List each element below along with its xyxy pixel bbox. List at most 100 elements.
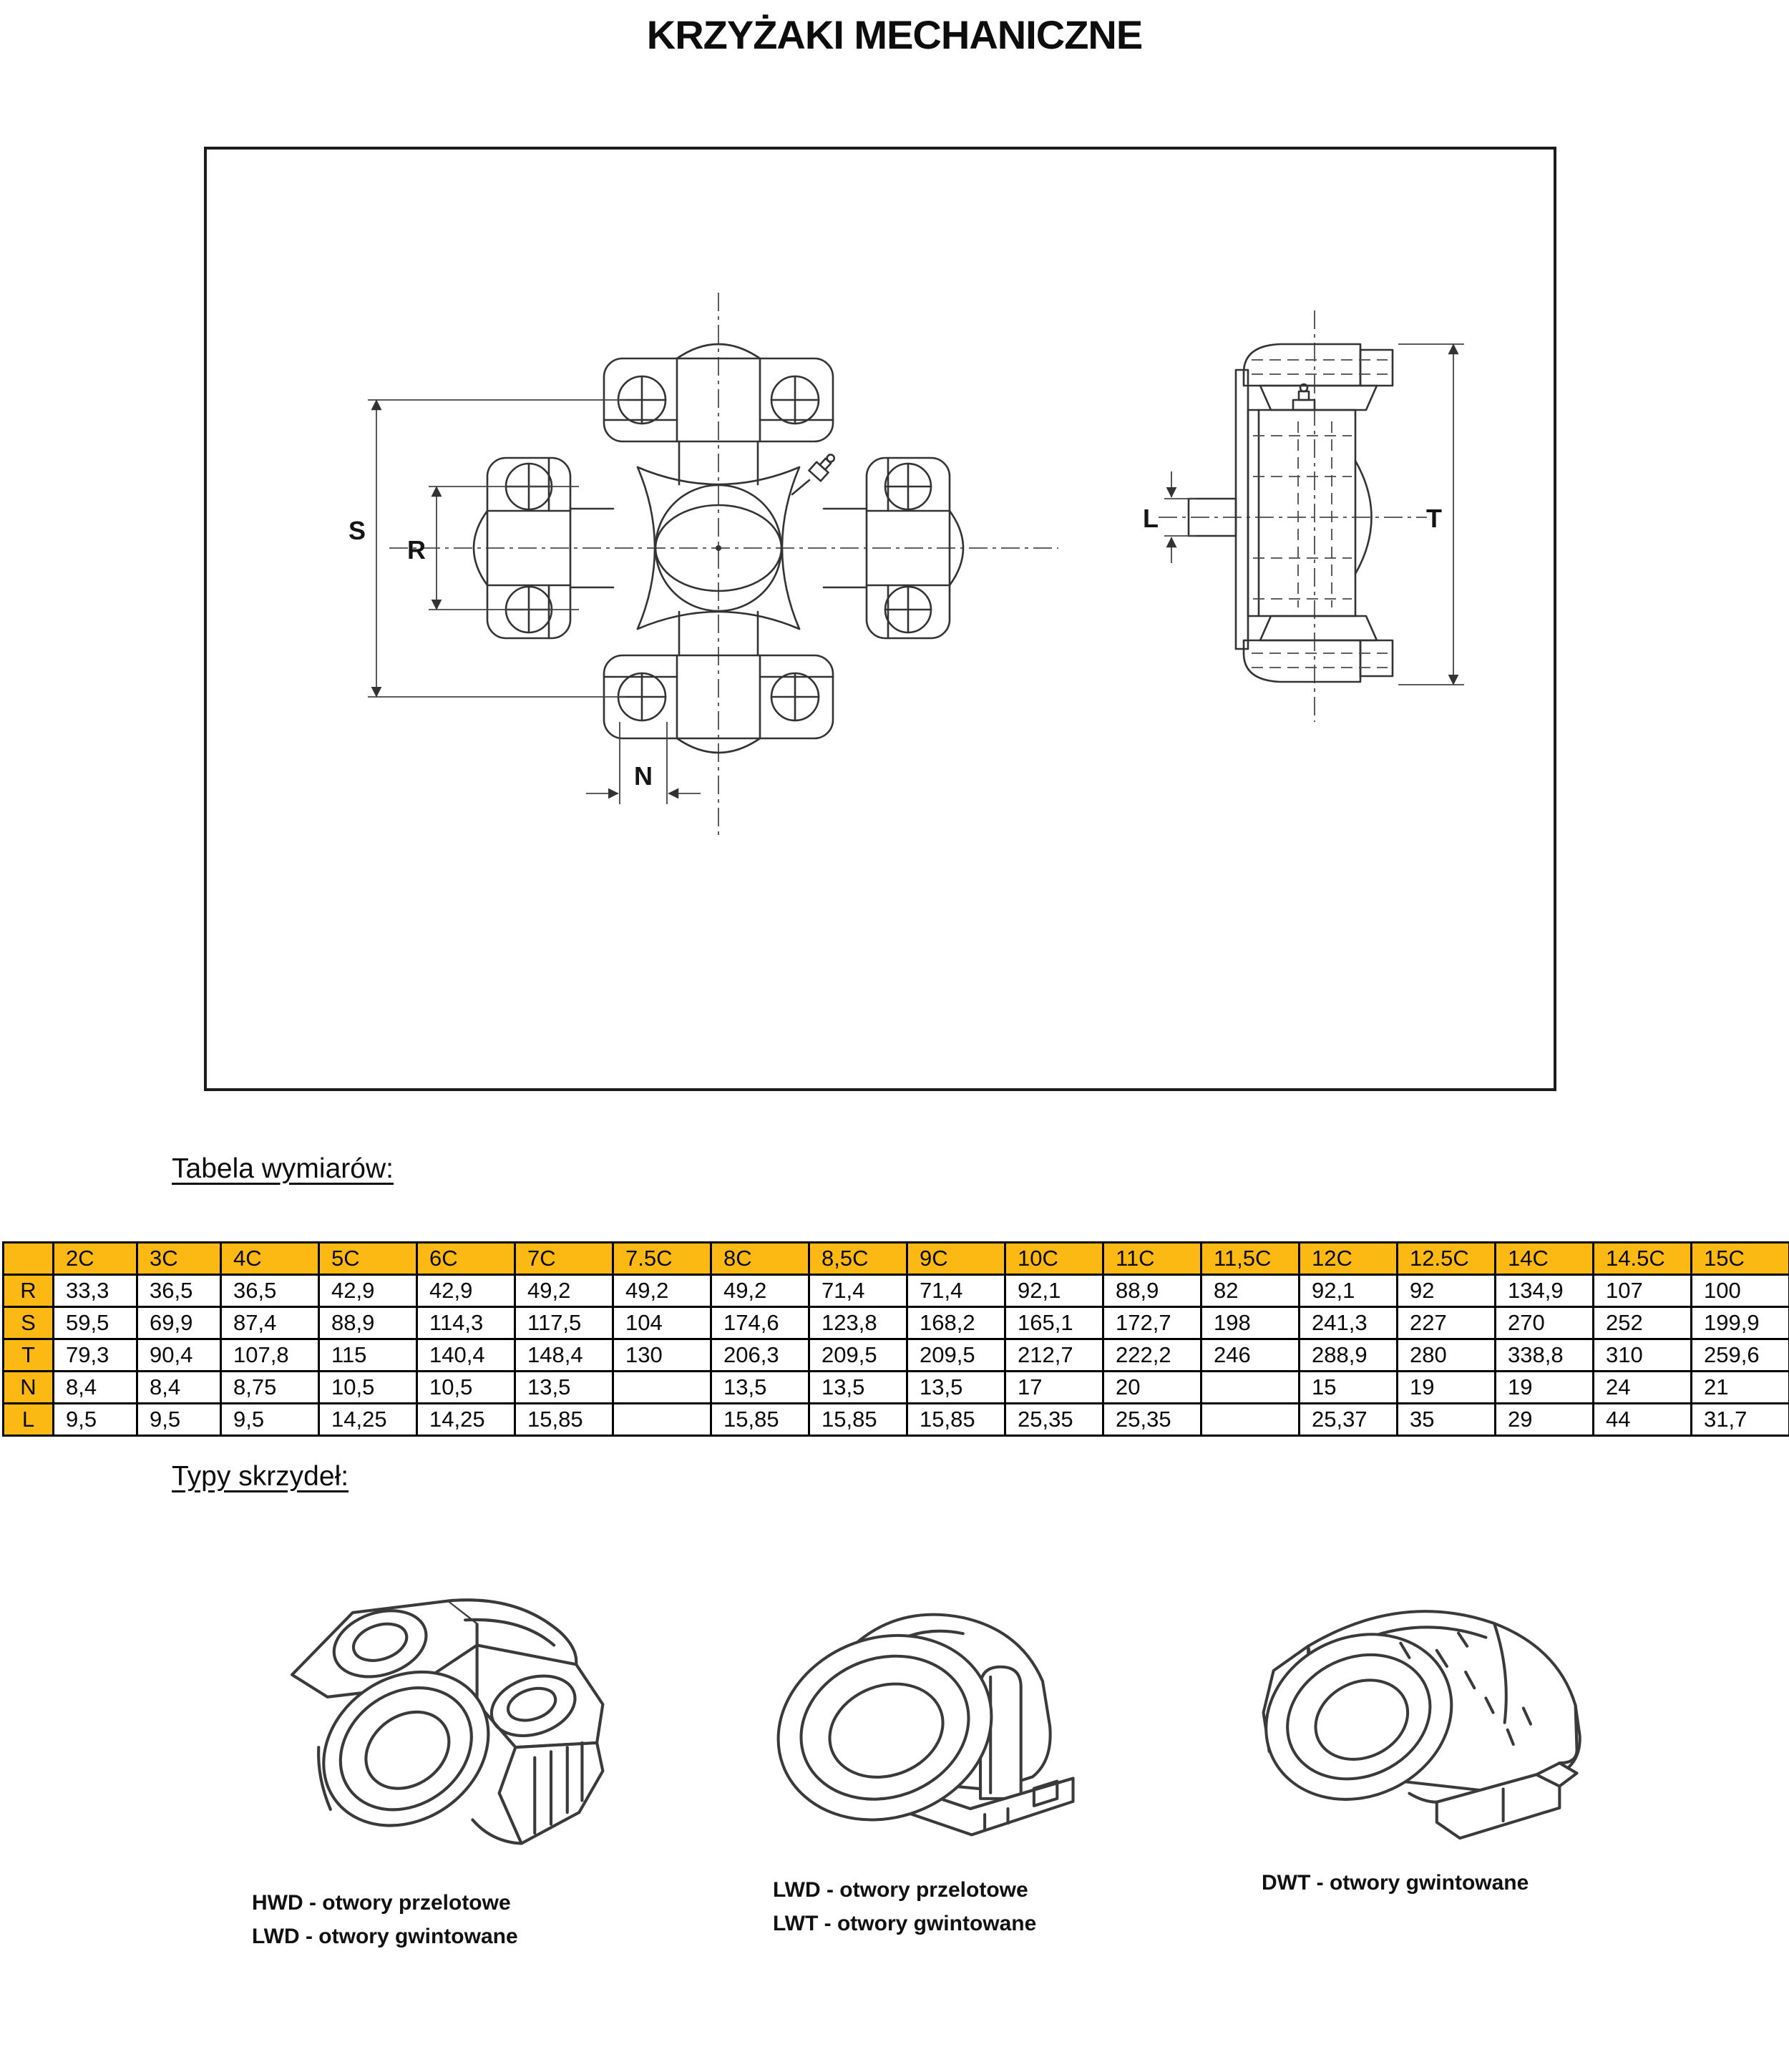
table-header-cell: 8C (710, 1241, 810, 1276)
table-cell: 44 (1592, 1402, 1692, 1437)
table-cell: 199,9 (1690, 1306, 1789, 1340)
caption-dwt: DWT - otwory gwintowane (1262, 1866, 1529, 1900)
table-cell: 49,2 (514, 1274, 614, 1308)
dim-label-n: N (634, 761, 653, 791)
table-cell: 92 (1396, 1274, 1496, 1308)
row-label-cell: N (2, 1370, 54, 1404)
table-cell: 25,35 (1004, 1402, 1104, 1437)
table-cell: 8,4 (136, 1370, 222, 1404)
table-cell: 49,2 (710, 1274, 810, 1308)
table-header-cell: 11C (1102, 1241, 1202, 1276)
dim-label-t: T (1426, 504, 1442, 533)
table-cell: 71,4 (808, 1274, 908, 1308)
table-cell: 92,1 (1298, 1274, 1398, 1308)
table-cell: 165,1 (1004, 1306, 1104, 1340)
table-cell: 241,3 (1298, 1306, 1398, 1340)
table-cell: 14,25 (318, 1402, 418, 1437)
table-cell: 36,5 (136, 1274, 222, 1308)
main-technical-drawing: S R N (348, 293, 1464, 840)
table-cell: 222,2 (1102, 1338, 1202, 1372)
table-cell: 87,4 (220, 1306, 320, 1340)
table-cell: 15,85 (808, 1402, 908, 1437)
table-cell: 100 (1690, 1274, 1789, 1308)
table-cell: 9,5 (136, 1402, 222, 1437)
row-label-cell: R (2, 1274, 54, 1308)
table-cell: 115 (318, 1338, 418, 1372)
table-cell: 310 (1592, 1338, 1692, 1372)
table-cell: 17 (1004, 1370, 1104, 1404)
table-cell: 114,3 (416, 1306, 516, 1340)
table-cell: 134,9 (1494, 1274, 1594, 1308)
caption-line: DWT - otwory gwintowane (1262, 1871, 1529, 1895)
table-cell: 280 (1396, 1338, 1496, 1372)
table-cell: 33,3 (52, 1274, 138, 1308)
table-cell: 25,37 (1298, 1402, 1398, 1437)
lwd-bearing-drawing (744, 1560, 1088, 1871)
table-header-cell: 10C (1004, 1241, 1104, 1276)
table-cell: 15 (1298, 1370, 1398, 1404)
table-cell: 20 (1102, 1370, 1202, 1404)
table-cell: 338,8 (1494, 1338, 1594, 1372)
table-cell: 88,9 (318, 1306, 418, 1340)
table-cell: 69,9 (136, 1306, 222, 1340)
table-cell: 140,4 (416, 1338, 516, 1372)
table-header-cell: 2C (52, 1241, 138, 1276)
table-cell: 270 (1494, 1306, 1594, 1340)
dimensions-heading: Tabela wymiarów: (172, 1153, 394, 1184)
table-cell: 107,8 (220, 1338, 320, 1372)
table-cell: 246 (1200, 1338, 1300, 1372)
page-title: KRZYŻAKI MECHANICZNE (646, 12, 1143, 57)
dim-label-s: S (348, 516, 366, 545)
types-heading: Typy skrzydeł: (172, 1461, 349, 1492)
table-cell: 130 (612, 1338, 712, 1372)
table-cell: 10,5 (416, 1370, 516, 1404)
table-header-cell: 6C (416, 1241, 516, 1276)
table-cell (1200, 1370, 1300, 1404)
table-header-cell: 7.5C (612, 1241, 712, 1276)
caption-line: LWD - otwory gwintowane (252, 1925, 518, 1948)
table-cell: 79,3 (52, 1338, 138, 1372)
caption-lwd: LWD - otwory przelotowe LWT - otwory gwi… (773, 1873, 1036, 1940)
table-cell: 206,3 (710, 1338, 810, 1372)
table-cell (612, 1370, 712, 1404)
table-cell: 288,9 (1298, 1338, 1398, 1372)
side-view: T L (1143, 311, 1464, 722)
table-header-cell: 12.5C (1396, 1241, 1496, 1276)
caption-line: LWD - otwory przelotowe (773, 1878, 1028, 1902)
table-cell: 252 (1592, 1306, 1692, 1340)
dwt-bearing-drawing (1220, 1560, 1610, 1857)
table-cell: 10,5 (318, 1370, 418, 1404)
table-cell: 259,6 (1690, 1338, 1789, 1372)
table-cell: 198 (1200, 1306, 1300, 1340)
table-header-cell: 7C (514, 1241, 614, 1276)
table-cell: 71,4 (906, 1274, 1006, 1308)
table-cell: 15,85 (906, 1402, 1006, 1437)
table-cell: 92,1 (1004, 1274, 1104, 1308)
table-cell (612, 1402, 712, 1437)
table-cell: 31,7 (1690, 1402, 1789, 1437)
table-cell: 174,6 (710, 1306, 810, 1340)
table-cell: 8,4 (52, 1370, 138, 1404)
table-cell: 42,9 (318, 1274, 418, 1308)
table-cell: 19 (1494, 1370, 1594, 1404)
row-label-cell: L (2, 1402, 54, 1437)
left-front-view: S R N (348, 293, 1058, 840)
table-cell: 24 (1592, 1370, 1692, 1404)
table-header-cell: 14.5C (1592, 1241, 1692, 1276)
table-cell: 123,8 (808, 1306, 908, 1340)
table-cell: 19 (1396, 1370, 1496, 1404)
table-cell: 88,9 (1102, 1274, 1202, 1308)
table-header-cell: 12C (1298, 1241, 1398, 1276)
row-label-cell: T (2, 1338, 54, 1372)
table-cell: 9,5 (52, 1402, 138, 1437)
table-cell: 14,25 (416, 1402, 516, 1437)
table-cell: 15,85 (710, 1402, 810, 1437)
table-cell: 107 (1592, 1274, 1692, 1308)
table-cell: 29 (1494, 1402, 1594, 1437)
